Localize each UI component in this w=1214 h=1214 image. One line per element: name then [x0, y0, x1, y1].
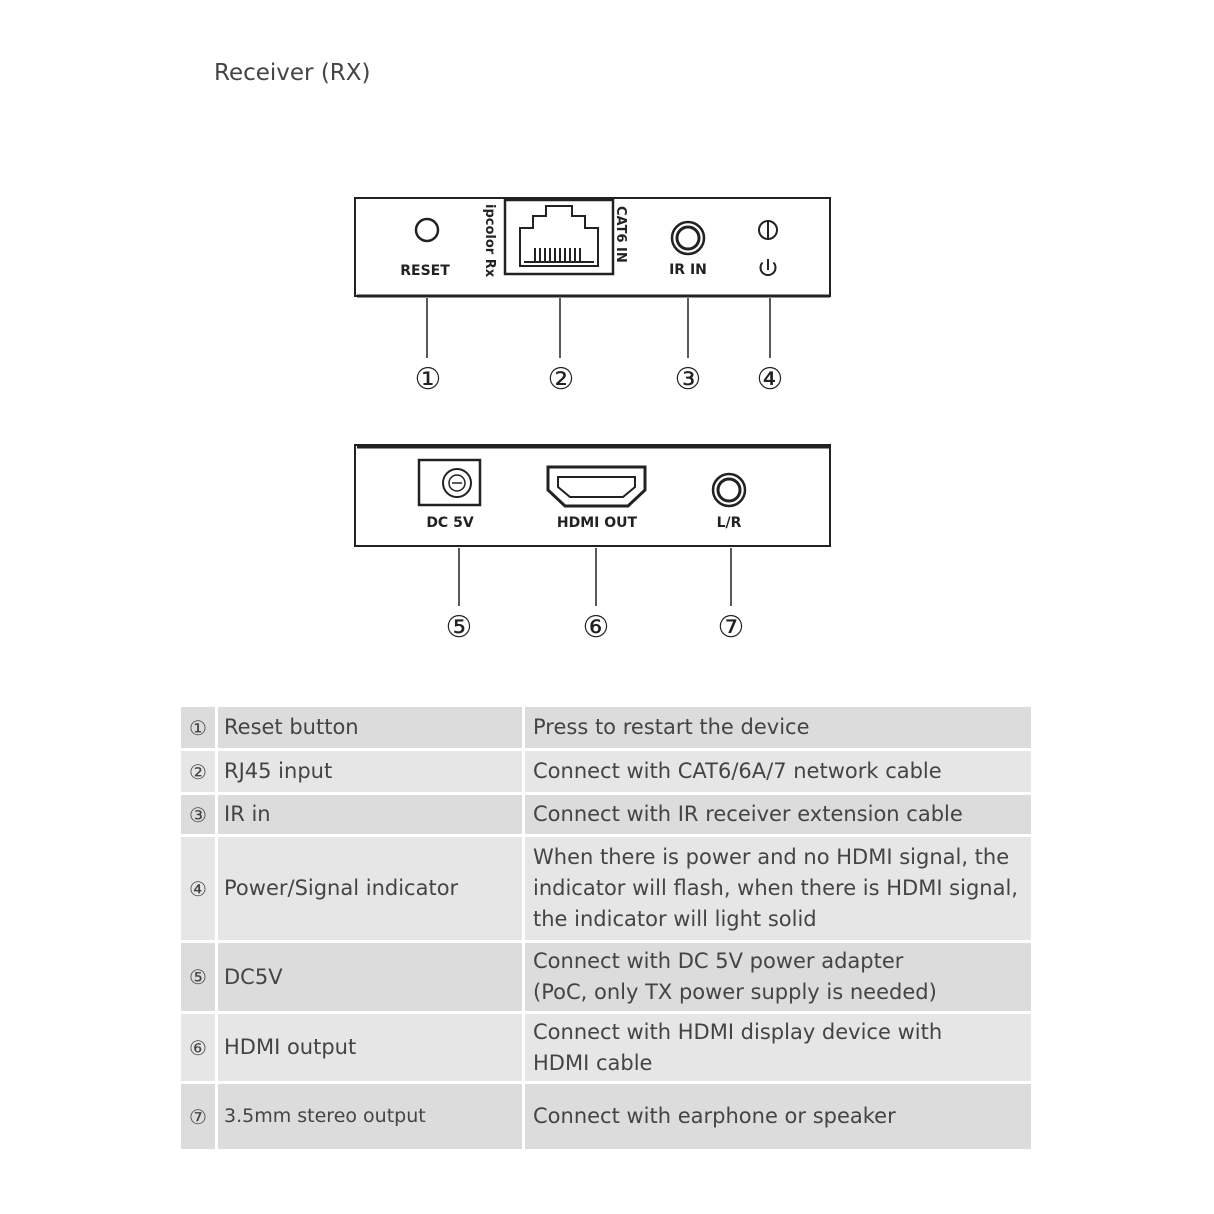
page-title: Receiver (RX): [214, 60, 371, 86]
row-name: Power/Signal indicator: [218, 837, 525, 943]
row-description: Press to restart the device: [525, 707, 1031, 751]
callout-7: ⑦: [718, 610, 745, 645]
reset-label: RESET: [400, 263, 450, 279]
callout-4: ④: [757, 362, 784, 397]
row-description: Connect with IR receiver extension cable: [525, 795, 1031, 837]
row-number: ③: [181, 795, 218, 837]
row-name: 3.5mm stereo output: [218, 1084, 525, 1152]
row-name: DC5V: [218, 943, 525, 1014]
callout-2: ②: [548, 362, 575, 397]
row-name: IR in: [218, 795, 525, 837]
row-number: ②: [181, 751, 218, 795]
ir-jack-icon: [670, 220, 706, 256]
power-icon: [759, 259, 777, 277]
bottom-panel: DC 5V HDMI OUT L/R ⑤ ⑥ ⑦: [354, 444, 831, 645]
brand-label: ipcolor Rx: [482, 204, 497, 278]
table-row: ③ IR in Connect with IR receiver extensi…: [181, 795, 1031, 837]
row-description: Connect with CAT6/6A/7 network cable: [525, 751, 1031, 795]
table-row: ④ Power/Signal indicator When there is p…: [181, 837, 1031, 943]
reset-button-icon: [414, 217, 440, 243]
callout-6: ⑥: [583, 610, 610, 645]
ir-label: IR IN: [669, 262, 707, 278]
row-description: When there is power and no HDMI signal, …: [525, 837, 1031, 943]
table-row: ⑤ DC5V Connect with DC 5V power adapter …: [181, 943, 1031, 1014]
callout-3: ③: [675, 362, 702, 397]
lr-label: L/R: [717, 515, 742, 531]
spec-table: ① Reset button Press to restart the devi…: [181, 707, 1031, 1152]
top-panel: RESET ipcolor Rx CAT6 IN IR IN: [354, 197, 831, 397]
row-name: HDMI output: [218, 1014, 525, 1084]
signal-indicator-icon: [758, 220, 778, 240]
row-number: ⑤: [181, 943, 218, 1014]
row-name: RJ45 input: [218, 751, 525, 795]
table-row: ⑥ HDMI output Connect with HDMI display …: [181, 1014, 1031, 1084]
row-number: ⑥: [181, 1014, 218, 1084]
dc-jack-icon: [417, 458, 482, 507]
row-name: Reset button: [218, 707, 525, 751]
callout-5: ⑤: [446, 610, 473, 645]
rj45-port-icon: [503, 198, 615, 276]
table-row: ① Reset button Press to restart the devi…: [181, 707, 1031, 751]
dc-label: DC 5V: [426, 515, 474, 531]
hdmi-label: HDMI OUT: [557, 515, 638, 531]
row-number: ⑦: [181, 1084, 218, 1152]
row-description: Connect with earphone or speaker: [525, 1084, 1031, 1152]
row-number: ④: [181, 837, 218, 943]
audio-jack-icon: [711, 472, 747, 508]
callout-1: ①: [415, 362, 442, 397]
table-row: ⑦ 3.5mm stereo output Connect with earph…: [181, 1084, 1031, 1152]
cat6-label: CAT6 IN: [613, 206, 628, 263]
hdmi-port-icon: [546, 465, 647, 508]
receiver-diagram: RESET ipcolor Rx CAT6 IN IR IN: [354, 197, 831, 645]
row-number: ①: [181, 707, 218, 751]
table-row: ② RJ45 input Connect with CAT6/6A/7 netw…: [181, 751, 1031, 795]
row-description: Connect with HDMI display device with HD…: [525, 1014, 1031, 1084]
row-description: Connect with DC 5V power adapter (PoC, o…: [525, 943, 1031, 1014]
